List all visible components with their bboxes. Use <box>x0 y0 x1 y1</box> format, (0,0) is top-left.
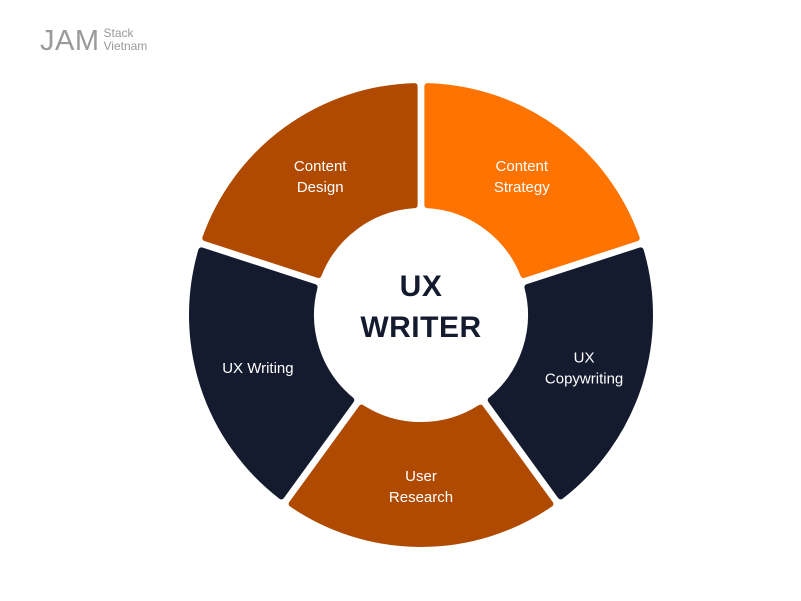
center-label-line-1: UX <box>400 270 443 303</box>
segment-content-strategy-label-line-2: Strategy <box>494 179 550 196</box>
segment-ux-copywriting-label-line-1: UX <box>574 350 595 367</box>
logo-line-2: Vietnam <box>103 39 148 53</box>
center-label-line-2: WRITER <box>360 311 481 344</box>
segment-content-strategy <box>424 83 640 278</box>
logo-subtitle: Stack Vietnam <box>104 27 148 53</box>
segment-ux-writing-label-line-1: UX Writing <box>222 360 293 377</box>
segment-user-research-label-line-1: User <box>405 468 437 485</box>
logo-line-1: Stack <box>103 26 134 40</box>
segment-user-research-label-line-2: Research <box>389 489 453 506</box>
segment-content-strategy-label-line-1: Content <box>496 158 549 175</box>
logo-mark: JAM <box>40 25 100 57</box>
segment-user-research <box>288 404 554 547</box>
segment-content-design-label-line-1: Content <box>294 158 347 175</box>
segment-content-design <box>202 83 418 278</box>
logo: JAM Stack Vietnam <box>40 24 147 58</box>
segment-ux-writing <box>189 247 355 500</box>
segment-ux-copywriting <box>487 247 653 500</box>
segment-ux-copywriting-label-line-2: Copywriting <box>545 371 623 388</box>
segment-content-design-label-line-2: Design <box>297 179 344 196</box>
